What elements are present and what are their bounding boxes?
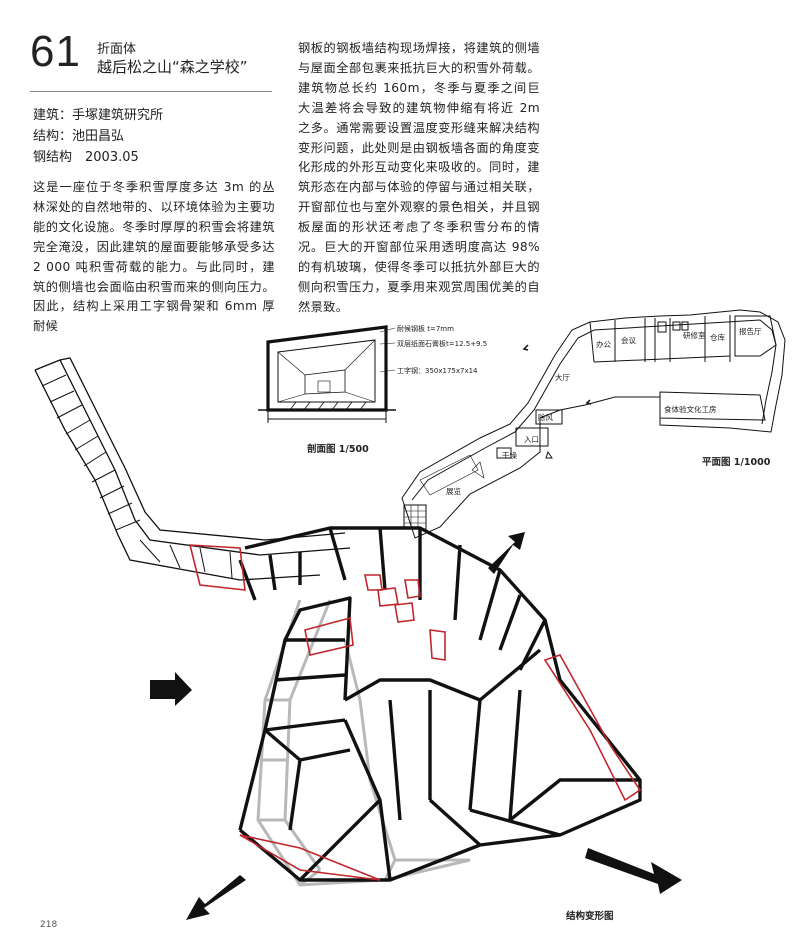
- arrow-down-right-icon: [585, 848, 682, 894]
- section-label-steel: 耐候钢板 t=7mm: [397, 325, 454, 333]
- section-caption: 剖面图 1/500: [307, 444, 369, 455]
- section-label-gypsum: 双层纸面石膏板t=12.5+9.5: [397, 340, 488, 348]
- credit-architect: 建筑：手塚建筑研究所: [33, 108, 164, 123]
- plan-caption: 平面图 1/1000: [702, 457, 771, 468]
- arrow-down-left-icon: [186, 875, 246, 920]
- room-workshop: 食体验文化工房: [664, 405, 717, 414]
- credit-steel: 钢结构 2003.05: [33, 150, 139, 165]
- room-meeting: 会议: [621, 336, 636, 345]
- header-rule: [30, 91, 272, 92]
- room-office: 办公: [596, 340, 611, 349]
- room-lecture-hall: 报告厅: [739, 327, 762, 336]
- category-label: 折面体: [97, 42, 137, 57]
- room-training: 研修室: [683, 331, 706, 340]
- room-drying: 干燥: [502, 451, 517, 460]
- credit-structure: 结构：池田昌弘: [33, 129, 125, 144]
- body-text-left: 这是一座位于冬季积雪厚度多达 3m 的丛林深处的自然地带的、以环境体验为主要功能…: [33, 180, 275, 334]
- arrow-up-right-icon: [488, 532, 525, 574]
- room-windbreak: 除风: [538, 413, 553, 422]
- arrow-right-icon: [150, 672, 192, 706]
- diagram-caption: 结构变形图: [566, 911, 614, 922]
- room-entrance: 入口: [524, 435, 539, 444]
- room-hall: 大厅: [555, 373, 570, 382]
- room-storage: 仓库: [710, 333, 725, 342]
- body-text-right: 钢板的钢板墙结构现场焊接，将建筑的侧墙与屋面全部包裹来抵抗巨大的积雪外荷载。建筑…: [298, 41, 540, 314]
- section-label-ibeam: 工字钢：350x175x7x14: [397, 367, 478, 375]
- chapter-number: 61: [30, 27, 81, 76]
- room-exhibition: 展览: [446, 487, 461, 496]
- page-number: 218: [40, 920, 58, 930]
- page-title: 越后松之山“森之学校”: [97, 58, 248, 76]
